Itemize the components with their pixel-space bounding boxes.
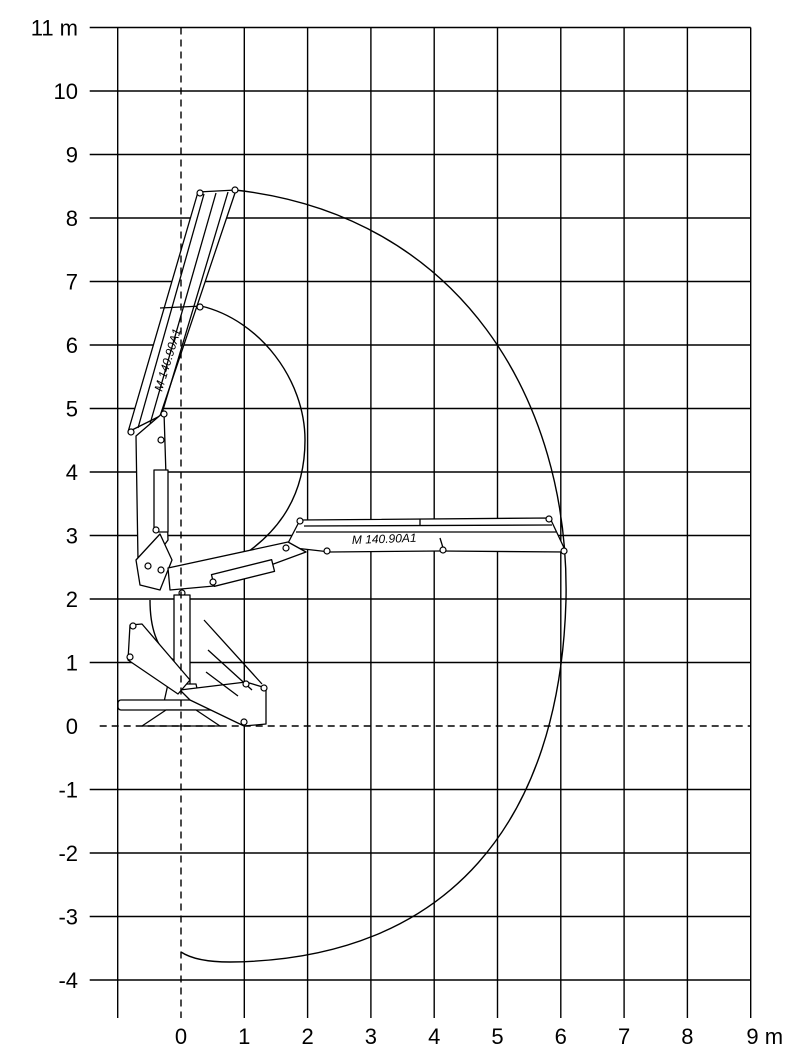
tick-labels: 0 1 2 3 4 5 6 7 8 9 m -4 -3 -2 -1 0 1 2 3 4 5 6 7 8 9 10 11 m <box>31 16 783 1050</box>
x-tick-label: 6 <box>555 1024 567 1049</box>
y-tick-label: 0 <box>66 714 78 739</box>
inner-reach-envelope <box>200 305 306 569</box>
upper-knuckle <box>135 533 173 591</box>
grid <box>89 26 752 1018</box>
x-tick-label: 5 <box>491 1024 503 1049</box>
axes <box>99 27 751 1018</box>
crane-horizontal-position: M 140.90A1 <box>167 515 568 597</box>
y-tick-label: 2 <box>66 587 78 612</box>
x-tick-label: 4 <box>428 1024 440 1049</box>
y-tick-label: 5 <box>66 397 78 422</box>
y-tick-label: -1 <box>58 778 78 803</box>
x-tick-label: 7 <box>618 1024 630 1049</box>
x-tick-label: 0 <box>175 1024 187 1049</box>
y-tick-label: -2 <box>58 841 78 866</box>
y-tick-label: 3 <box>66 524 78 549</box>
y-tick-label: 11 m <box>31 16 78 41</box>
x-tick-label: 3 <box>365 1024 377 1049</box>
y-tick-label: 8 <box>66 206 78 231</box>
y-tick-label: 10 <box>54 79 78 104</box>
horizontal-boom-label: M 140.90A1 <box>352 531 417 547</box>
upper-lift-cylinder <box>153 469 169 533</box>
y-tick-label: 1 <box>66 651 78 676</box>
y-tick-label: 7 <box>66 270 78 295</box>
x-tick-label: 1 <box>238 1024 250 1049</box>
crane-column-and-base <box>117 594 268 727</box>
crane-upper-position: M 140.90A1 <box>127 186 239 591</box>
y-tick-label: 9 <box>66 143 78 168</box>
x-tick-label: 8 <box>681 1024 693 1049</box>
x-tick-label: 2 <box>301 1024 313 1049</box>
y-tick-label: -3 <box>58 905 78 930</box>
y-tick-label: 4 <box>66 460 78 485</box>
horizontal-extension-boom <box>285 517 567 553</box>
outer-reach-envelope <box>180 189 567 963</box>
y-tick-label: -4 <box>58 968 78 993</box>
y-tick-label: 6 <box>66 333 78 358</box>
x-tick-label: 9 m <box>746 1024 783 1049</box>
